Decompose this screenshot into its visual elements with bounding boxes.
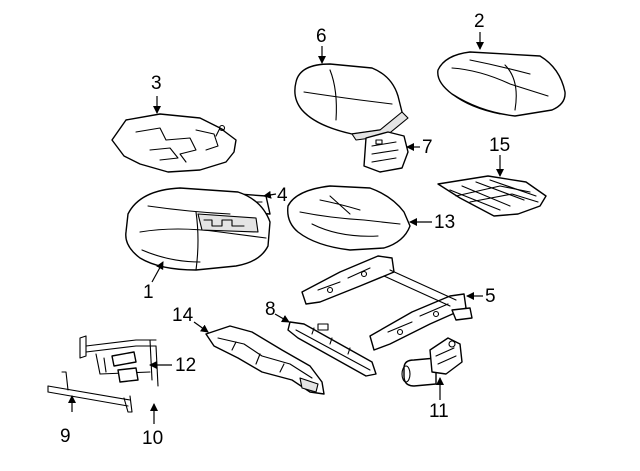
part-13-cushion-pad[interactable] [287, 185, 411, 251]
callout-7: 7 [422, 137, 433, 158]
part-5-seat-frame[interactable] [301, 255, 473, 351]
callout-12: 12 [175, 355, 196, 376]
part-8-seat-track[interactable] [287, 321, 377, 377]
part-14-track-assembly[interactable] [205, 325, 325, 395]
callout-8: 8 [265, 299, 276, 320]
callout-3: 3 [151, 73, 162, 94]
part-9-cross-bar[interactable] [47, 371, 133, 413]
callout-1: 1 [143, 282, 154, 303]
part-3-heater-element[interactable] [111, 113, 237, 173]
callout-6: 6 [316, 26, 327, 47]
callout-5: 5 [485, 286, 496, 307]
callout-14: 14 [172, 305, 194, 326]
part-1-cushion-cover[interactable] [125, 187, 271, 271]
callout-4: 4 [277, 185, 288, 206]
callout-9: 9 [60, 426, 71, 447]
part-10-base-bracket[interactable] [79, 335, 159, 387]
callout-10: 10 [142, 428, 163, 449]
part-11-motor[interactable] [401, 337, 463, 387]
part-2-back-cushion[interactable] [437, 51, 566, 117]
part-15-suspension-mat[interactable] [437, 175, 547, 217]
callout-15: 15 [489, 135, 510, 156]
part-6-seat-cushion-top[interactable] [294, 63, 409, 141]
part-7-control-module[interactable] [363, 131, 409, 173]
callout-11: 11 [429, 401, 449, 422]
callout-13: 13 [434, 212, 455, 233]
callout-2: 2 [474, 11, 485, 32]
